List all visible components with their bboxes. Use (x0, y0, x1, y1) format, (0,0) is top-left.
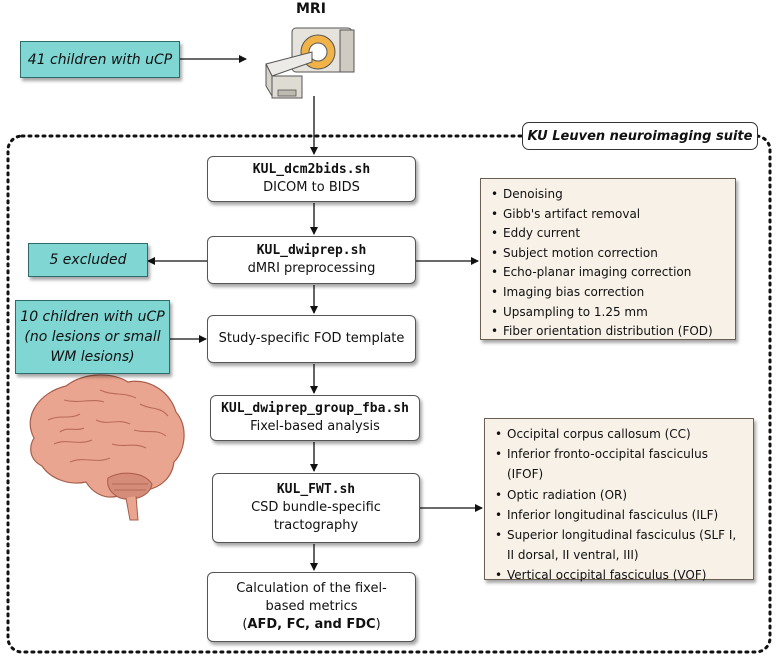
input-10-children: 10 children with uCP (no lesions or smal… (15, 300, 170, 374)
mri-scanner-icon (265, 27, 355, 99)
preprocessing-item: Fiber orientation distribution (FOD) (491, 322, 727, 342)
step-dcm2bids: KUL_dcm2bids.sh DICOM to BIDS (207, 156, 416, 202)
preprocessing-item: Subject motion correction (491, 244, 727, 264)
step-group-fba: KUL_dwiprep_group_fba.sh Fixel-based ana… (210, 395, 420, 441)
step-dwiprep-desc: dMRI preprocessing (247, 261, 376, 276)
preprocessing-steps-box: Denoising Gibb's artifact removal Eddy c… (480, 178, 736, 342)
tract-item-continuation: II dorsal, II ventral, III) (507, 548, 639, 563)
input-41-children-text: 41 children with uCP (27, 51, 173, 68)
step-fwt-script: KUL_FWT.sh (276, 482, 356, 497)
tracts-box: Occipital corpus callosum (CC)Inferior f… (484, 418, 754, 586)
step-fod-template-desc: Study-specific FOD template (218, 331, 405, 346)
step-group-fba-script: KUL_dwiprep_group_fba.sh (221, 401, 409, 416)
input-10-line-2: (no lesions or small (24, 329, 161, 345)
step-group-fba-desc: Fixel-based analysis (250, 419, 380, 434)
suite-label: KU Leuven neuroimaging suite (522, 122, 758, 150)
step-fwt-desc-line-1: CSD bundle-specific (251, 500, 381, 515)
preprocessing-list: Denoising Gibb's artifact removal Eddy c… (491, 185, 727, 342)
step-dcm2bids-desc: DICOM to BIDS (263, 180, 360, 195)
preprocessing-item: Echo-planar imaging correction (491, 263, 727, 283)
tract-item: Inferior fronto-occipital fasciculus (495, 444, 745, 464)
excluded-text: 5 excluded (49, 252, 127, 268)
tracts-list: Occipital corpus callosum (CC)Inferior f… (495, 424, 745, 586)
tract-item: Superior longitudinal fasciculus (SLF I, (495, 525, 745, 545)
tract-item: Vertical occipital fasciculus (VOF) (495, 565, 745, 585)
suite-border (6, 134, 772, 654)
preprocessing-item: Eddy current (491, 224, 727, 244)
step-metrics-line-1: Calculation of the fixel- (236, 581, 387, 596)
step-metrics: Calculation of the fixel- based metrics … (207, 572, 416, 642)
tract-item: Optic radiation (OR) (495, 485, 745, 505)
preprocessing-item: Imaging bias correction (491, 283, 727, 303)
tract-item: Occipital corpus callosum (CC) (495, 424, 745, 444)
step-fod-template: Study-specific FOD template (207, 315, 416, 363)
tract-item-continuation: (IFOF) (507, 467, 544, 482)
preprocessing-item: Upsampling to 1.25 mm (491, 303, 727, 323)
brain-icon (29, 374, 185, 521)
input-10-line-1: 10 children with uCP (20, 309, 165, 325)
input-41-children: 41 children with uCP (20, 41, 180, 78)
excluded-box: 5 excluded (28, 243, 148, 277)
step-metrics-line-3: (AFD, FC, and FDC) (242, 617, 381, 632)
input-10-line-3: WM lesions) (50, 349, 135, 365)
step-dwiprep-script: KUL_dwiprep.sh (256, 243, 367, 258)
step-fwt-desc-line-2: tractography (273, 518, 359, 533)
step-fwt: KUL_FWT.sh CSD bundle-specific tractogra… (212, 473, 420, 543)
step-metrics-bold: AFD, FC, and FDC (247, 617, 376, 632)
tract-item: Inferior longitudinal fasciculus (ILF) (495, 505, 745, 525)
step-dwiprep: KUL_dwiprep.sh dMRI preprocessing (207, 236, 416, 284)
preprocessing-item: Denoising (491, 185, 727, 205)
preprocessing-item: Gibb's artifact removal (491, 205, 727, 225)
step-metrics-line-2: based metrics (265, 599, 358, 614)
step-dcm2bids-script: KUL_dcm2bids.sh (252, 162, 371, 177)
mri-label: MRI (296, 1, 326, 17)
